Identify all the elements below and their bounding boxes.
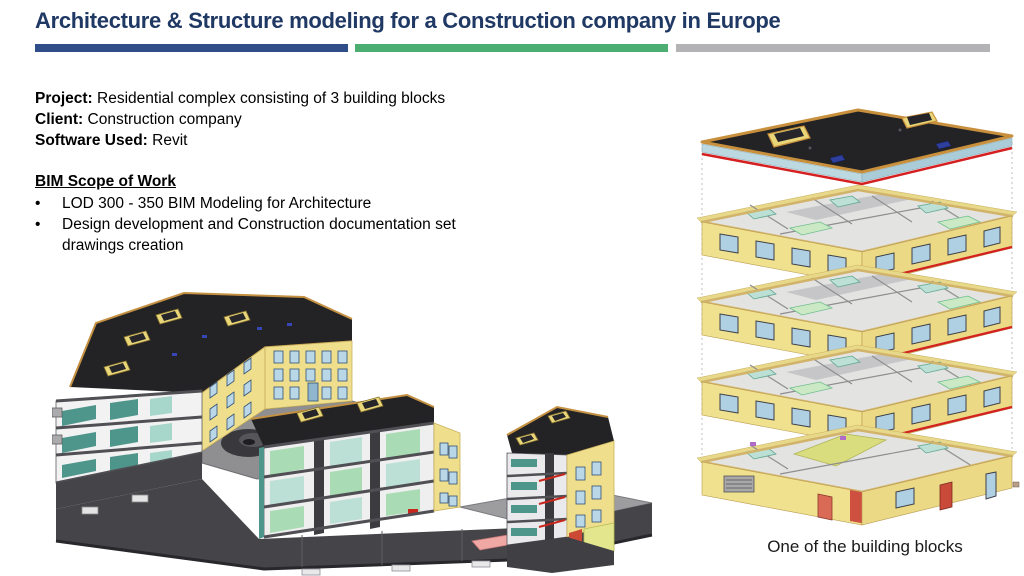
software-value: Revit bbox=[152, 132, 188, 149]
divider-bar-gray bbox=[676, 44, 990, 52]
bullet-text: Design development and Construction docu… bbox=[62, 216, 456, 254]
entrance-door bbox=[817, 493, 833, 521]
left-wing-section bbox=[52, 389, 203, 515]
roof-skylight bbox=[901, 111, 938, 129]
right-tower-section bbox=[506, 405, 615, 573]
figure-complex-3d-model bbox=[52, 291, 653, 576]
scope-section: BIM Scope of Work • LOD 300 - 350 BIM Mo… bbox=[35, 171, 505, 256]
project-value: Residential complex consisting of 3 buil… bbox=[97, 90, 446, 107]
walkway bbox=[792, 433, 888, 467]
divider-bar-blue bbox=[35, 44, 348, 52]
figure-exploded-block bbox=[695, 108, 1020, 526]
core-shaft bbox=[314, 438, 324, 535]
core-shaft bbox=[370, 430, 380, 529]
project-info: Project: Residential complex consisting … bbox=[35, 88, 521, 151]
roof-skylight bbox=[767, 125, 811, 148]
scope-heading: BIM Scope of Work bbox=[35, 173, 176, 190]
back-building bbox=[69, 291, 353, 452]
scope-bullet-2: • Design development and Construction do… bbox=[35, 214, 505, 256]
floor-level-1-ground bbox=[696, 424, 1018, 526]
client-value: Construction company bbox=[87, 111, 242, 128]
roof-dormers bbox=[103, 308, 251, 377]
bullet-text: LOD 300 - 350 BIM Modeling for Architect… bbox=[62, 195, 372, 212]
facade-windows bbox=[209, 350, 348, 443]
red-roof-edge bbox=[701, 146, 1013, 186]
software-line: Software Used: Revit bbox=[35, 130, 521, 151]
entrance-door bbox=[939, 481, 953, 511]
roof-slab bbox=[700, 108, 1014, 186]
stair-railings bbox=[538, 473, 566, 528]
balcony bbox=[52, 434, 63, 445]
teal-interior bbox=[62, 399, 138, 478]
dark-roof bbox=[70, 293, 352, 393]
bullet-marker: • bbox=[35, 195, 41, 212]
interior-rooms bbox=[270, 429, 420, 533]
dark-roof bbox=[507, 407, 614, 455]
client-label: Client: bbox=[35, 111, 84, 128]
scope-bullet-1: • LOD 300 - 350 BIM Modeling for Archite… bbox=[35, 193, 505, 214]
roof-panels bbox=[172, 323, 292, 356]
project-line: Project: Residential complex consisting … bbox=[35, 88, 521, 109]
balcony bbox=[52, 407, 63, 418]
software-label: Software Used: bbox=[35, 132, 148, 149]
middle-building-section bbox=[250, 393, 461, 539]
bullet-marker: • bbox=[35, 216, 41, 233]
client-line: Client: Construction company bbox=[35, 109, 521, 130]
tower-facade bbox=[566, 440, 615, 538]
dark-roof bbox=[251, 395, 434, 447]
stray-mark bbox=[1012, 481, 1020, 488]
divider-bar-green bbox=[355, 44, 668, 52]
project-label: Project: bbox=[35, 90, 93, 107]
page-title: Architecture & Structure modeling for a … bbox=[35, 8, 781, 33]
block-caption: One of the building blocks bbox=[767, 537, 963, 556]
